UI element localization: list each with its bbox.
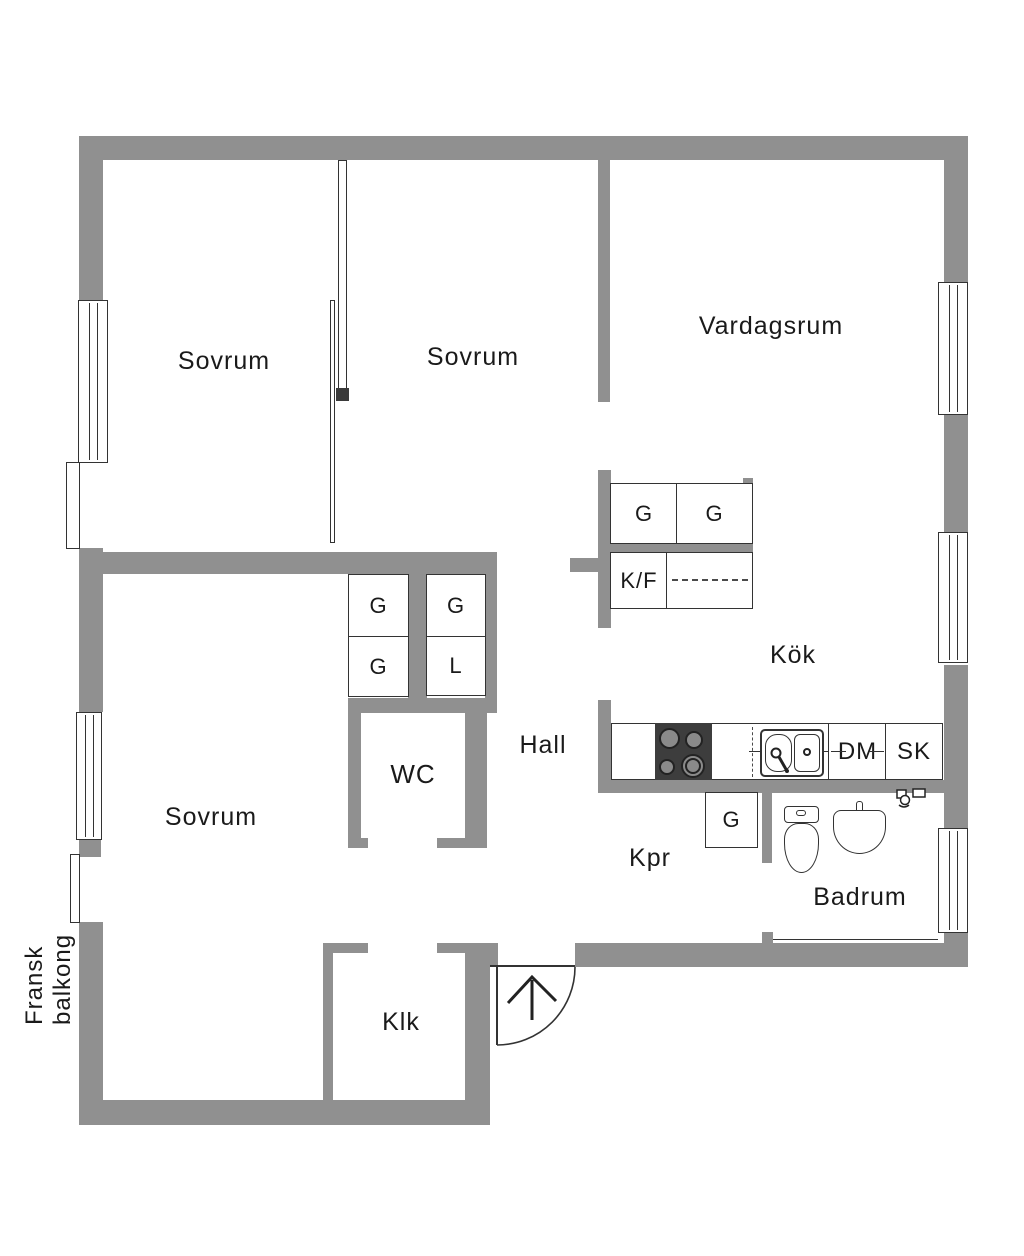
wall <box>598 160 610 402</box>
fridge-freezer: K/F <box>610 552 668 609</box>
wall <box>79 548 103 712</box>
sink-basin <box>765 734 792 772</box>
room-label-hall: Hall <box>519 730 567 759</box>
window <box>938 828 968 933</box>
window <box>938 532 968 663</box>
room-label-sovrum1: Sovrum <box>177 346 271 375</box>
room-label-fransk-balkong: Fransk balkong <box>21 933 76 1025</box>
window-pane <box>85 715 94 837</box>
cabinet-g: G <box>676 483 753 544</box>
room-label-sovrum2: Sovrum <box>426 342 520 371</box>
room-label-wc: WC <box>390 758 436 789</box>
window <box>78 300 108 463</box>
cabinet-label: G <box>705 500 724 526</box>
tall-cabinet: SK <box>885 723 943 780</box>
cabinet-g: G <box>705 792 758 848</box>
closet-g: G <box>426 574 486 638</box>
counter-break <box>752 727 753 777</box>
room-label-sovrum3: Sovrum <box>164 802 258 831</box>
wall <box>485 552 497 713</box>
wall <box>598 543 753 552</box>
window-pane <box>949 831 958 930</box>
wall <box>437 943 465 953</box>
room-label-vardagsrum: Vardagsrum <box>698 311 844 340</box>
window <box>938 282 968 415</box>
dashed-line <box>672 579 748 581</box>
counter-line <box>869 751 884 752</box>
burner-ring <box>685 758 701 774</box>
burner-icon <box>681 754 705 778</box>
wall <box>79 552 497 574</box>
wall <box>79 160 103 300</box>
wall <box>348 713 361 838</box>
wall <box>598 700 611 782</box>
balcony-door <box>66 462 80 549</box>
toilet-button <box>796 810 806 816</box>
wall <box>348 698 487 713</box>
cabinet-label: L <box>449 653 463 678</box>
cabinet-label: SK <box>896 737 931 765</box>
wall <box>323 953 333 1100</box>
burner-icon <box>659 728 680 749</box>
stove-icon <box>655 723 712 780</box>
burner-icon <box>685 731 703 749</box>
cabinet-g: G <box>610 483 678 544</box>
wall <box>79 136 968 160</box>
closet-g: G <box>348 574 409 638</box>
counter-line <box>824 751 829 752</box>
wall <box>575 943 968 967</box>
wall <box>465 713 487 838</box>
room-label-badrum: Badrum <box>813 882 907 911</box>
wall <box>348 838 368 848</box>
wall <box>465 953 490 1100</box>
wall <box>944 665 968 828</box>
cabinet-label: G <box>369 593 388 618</box>
wall-thin <box>773 939 938 940</box>
bathroom-sink-icon <box>833 810 886 854</box>
door-swing-arc <box>496 966 576 1046</box>
wall <box>944 415 968 532</box>
wall <box>762 932 773 943</box>
toilet-bowl-icon <box>784 823 819 873</box>
cabinet-label: G <box>446 593 466 618</box>
closet-l: L <box>426 636 486 696</box>
window-pane <box>89 303 98 460</box>
sink-basin <box>794 734 820 772</box>
wall <box>437 838 487 848</box>
wall <box>79 922 103 1125</box>
room-label-kok: Kök <box>769 640 817 669</box>
cabinet-label: G <box>634 500 654 526</box>
room-label-klk: Klk <box>382 1007 420 1036</box>
room-label-kpr: Kpr <box>629 843 671 872</box>
wall <box>323 943 368 953</box>
partition-cap <box>336 388 349 401</box>
wall <box>570 558 598 572</box>
window <box>76 712 102 840</box>
wall <box>79 840 101 857</box>
window-pane <box>949 285 958 412</box>
wall <box>944 160 968 282</box>
cabinet-label: K/F <box>620 567 658 593</box>
partition-wall <box>338 160 347 390</box>
wall <box>79 1100 490 1125</box>
cabinet-label: G <box>369 653 388 679</box>
counter-line <box>749 751 760 752</box>
closet-g: G <box>348 636 409 697</box>
sliding-door-leaf <box>330 300 335 543</box>
wall <box>408 574 427 698</box>
cabinet-label: G <box>722 807 741 832</box>
entrance-arrow-icon <box>506 974 558 1020</box>
balcony-door <box>70 854 80 923</box>
burner-icon <box>659 759 675 775</box>
wall <box>762 788 772 863</box>
counter-line <box>831 751 846 752</box>
wall <box>598 780 968 793</box>
window-pane <box>949 535 958 660</box>
